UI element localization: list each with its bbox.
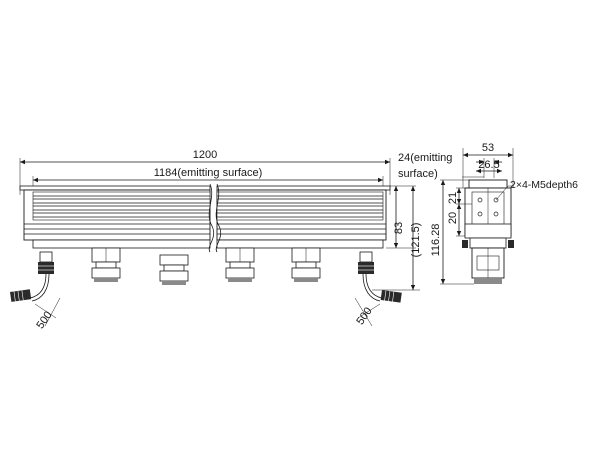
- left-cable-length-label: 500: [34, 309, 54, 331]
- emitting-length-dimension: 1184(emitting surface): [32, 167, 384, 195]
- emitting-length-label: 1184(emitting surface): [154, 167, 263, 179]
- dim-20-label: 20: [447, 212, 459, 224]
- emitting-width-label-line1: 24(emitting surface): [398, 152, 452, 180]
- front-view: 1200 1184(emitting surface): [10, 149, 422, 331]
- left-cable-assembly: 500: [10, 251, 61, 331]
- height-121-5-label: (121.5): [410, 223, 422, 258]
- mounting-brackets: [91, 247, 321, 285]
- mounting-holes-label: 2×4-M5depth6: [510, 179, 578, 191]
- side-view: 24(emitting surface) 53 26.5: [398, 142, 578, 285]
- emitting-width-label-cont: surface): [398, 168, 438, 180]
- overall-length-label: 1200: [193, 149, 217, 161]
- emitting-width-label: 24(emitting: [398, 152, 452, 164]
- mount-hole-icon: [493, 197, 499, 203]
- right-cable-length-label: 500: [354, 305, 374, 327]
- mount-hole-icon: [477, 211, 483, 217]
- side-body: [462, 179, 514, 284]
- mount-hole-icon: [477, 197, 483, 203]
- overall-length-dimension: 1200: [19, 149, 391, 195]
- front-height-dimensions: 83 (121.5): [372, 185, 422, 291]
- light-bar-body: [19, 183, 391, 253]
- height-116-28-label: 116.28: [430, 224, 442, 257]
- width-53-label: 53: [482, 142, 494, 154]
- bracket-1: [91, 247, 121, 282]
- bracket-3: [225, 247, 255, 282]
- width-26-5-label: 26.5: [478, 159, 499, 171]
- mount-hole-icon: [493, 211, 499, 217]
- height-83-label: 83: [393, 222, 405, 234]
- right-cable-assembly: 500: [354, 251, 402, 327]
- dim-21-label: 21: [447, 192, 459, 204]
- bracket-4: [291, 247, 321, 282]
- bracket-2: [159, 254, 189, 285]
